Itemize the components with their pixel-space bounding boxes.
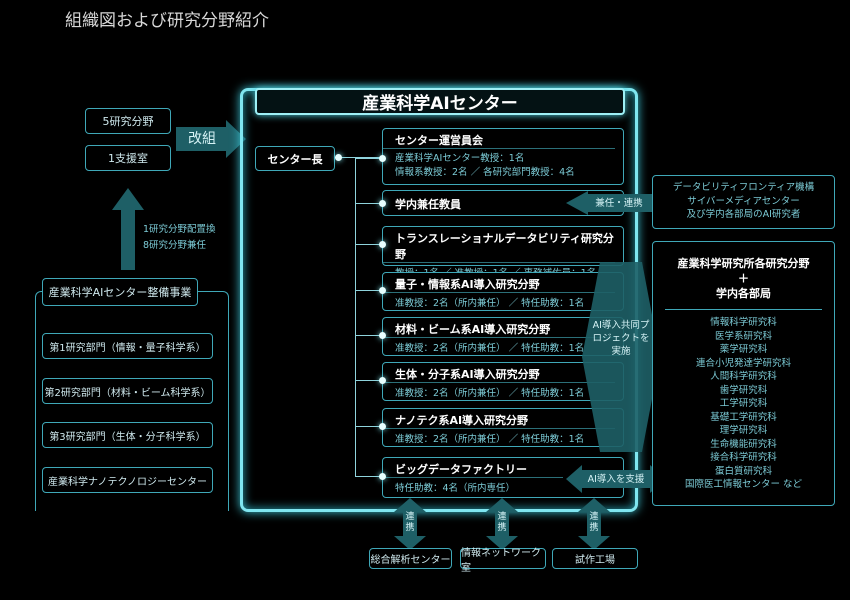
- connector-line: [355, 203, 382, 204]
- department-item: 接合科学研究科: [710, 452, 777, 463]
- unit-research-field: 量子・情報系AI導入研究分野准教授：2名（所内兼任） ／ 特任助教：1名: [382, 272, 624, 311]
- analysis-center-box: 総合解析センター: [369, 548, 452, 569]
- researcher-line: 及び学内各部局のAI研究者: [686, 209, 801, 220]
- five-fields-box: 5研究分野: [85, 108, 171, 134]
- unit-name: 学内兼任教員: [395, 198, 461, 211]
- unit-name: 材料・ビーム系AI導入研究分野: [383, 318, 615, 338]
- node-dot: [379, 155, 386, 162]
- unit-name: トランスレーショナルデータビリティ研究分野: [383, 227, 615, 263]
- unit-detail: 准教授：2名（所内兼任） ／ 特任助教：1名: [395, 388, 585, 399]
- department-item: 基礎工学研究科: [710, 411, 777, 423]
- node-dot: [379, 473, 386, 480]
- unit-detail: 准教授：2名（所内兼任） ／ 特任助教：1名: [395, 343, 585, 354]
- support-label: AI導入を支援: [587, 473, 645, 485]
- connector-line: [355, 335, 382, 336]
- unit-name: 生体・分子系AI導入研究分野: [383, 363, 615, 383]
- department-item: 理学研究科: [719, 425, 768, 436]
- connector-line: [335, 157, 383, 158]
- node-dot: [379, 332, 386, 339]
- link-label: 連携: [497, 512, 507, 533]
- unit-detail: 准教授：2名（所内兼任） ／ 特任助教：1名: [395, 298, 585, 309]
- connector-line: [355, 158, 382, 159]
- department-item: 国際医工情報センター など: [684, 479, 803, 490]
- unit-detail: 特任助教：4名（所内専任）: [395, 483, 516, 494]
- unit-detail: 産業科学AIセンター教授：1名: [395, 153, 525, 164]
- connector-line: [355, 476, 382, 477]
- department-item: 工学研究科: [719, 398, 768, 409]
- unit-detail: 准教授：2名（所内兼任） ／ 特任助教：1名: [395, 434, 585, 445]
- unit-research-field: 生体・分子系AI導入研究分野准教授：2名（所内兼任） ／ 特任助教：1名: [382, 362, 624, 401]
- connector-line: [355, 244, 382, 245]
- department-item: 歯学研究科: [719, 384, 768, 396]
- link-label: 連携: [405, 512, 415, 533]
- joint-project-label: AI導入共同プロジェクトを実施: [592, 319, 650, 357]
- unit-name: 量子・情報系AI導入研究分野: [383, 273, 615, 293]
- up-arrow-icon: [112, 188, 144, 270]
- unit-name: ナノテク系AI導入研究分野: [383, 409, 615, 429]
- department-item: 情報科学研究科: [710, 317, 777, 328]
- department-box: 第1研究部門（情報・量子科学系）: [42, 333, 213, 359]
- connector-line: [355, 290, 382, 291]
- support-arrow-icon: [566, 465, 666, 493]
- department-item: 薬学研究科: [719, 344, 768, 355]
- unit-research-field: トランスレーショナルデータビリティ研究分野教授：1名 ／ 准教授：1名 ／ 事務…: [382, 226, 624, 279]
- link-label: 連携: [589, 512, 599, 533]
- department-box: 第3研究部門（生体・分子科学系）: [42, 422, 213, 448]
- departments-heading: 産業科学研究所各研究分野: [677, 257, 810, 270]
- connector-line: [355, 380, 382, 381]
- unit-steering-committee: センター運営員会 産業科学AIセンター教授：1名情報系教授：2名 ／ 各研究部門…: [382, 128, 624, 185]
- node-dot: [379, 241, 386, 248]
- unit-name: センター運営員会: [383, 129, 615, 149]
- departments-heading: 学内各部局: [716, 287, 771, 300]
- reorg-label: 改組: [188, 130, 216, 147]
- connector-line: [355, 157, 356, 477]
- prototype-factory-box: 試作工場: [552, 548, 638, 569]
- node-dot: [379, 287, 386, 294]
- node-dot: [379, 423, 386, 430]
- departments-heading: ＋: [738, 272, 749, 285]
- connector-line: [355, 426, 382, 427]
- page-title: 組織図および研究分野紹介: [65, 11, 269, 31]
- move-note: 8研究分野兼任: [143, 240, 207, 251]
- external-researchers-box: データビリティフロンティア機構 サイバーメディアセンター 及び学内各部局のAI研…: [652, 175, 835, 229]
- department-item: 連合小児発達学研究科: [695, 357, 791, 369]
- researcher-line: データビリティフロンティア機構: [672, 182, 815, 193]
- link-arrow-icon: [578, 498, 610, 550]
- reorg-arrow-icon: [176, 120, 246, 158]
- ai-center-title: 産業科学AIセンター: [255, 88, 625, 115]
- project-box: 産業科学AIセンター整備事業: [42, 278, 198, 306]
- department-item: 生命機能研究科: [710, 438, 777, 450]
- node-dot: [335, 154, 342, 161]
- department-item: 人間科学研究科: [710, 371, 777, 382]
- link-arrow-icon: [486, 498, 518, 550]
- researcher-line: サイバーメディアセンター: [687, 195, 800, 207]
- move-notes: 1研究分野配置換 8研究分野兼任: [143, 222, 216, 254]
- department-box: 第2研究部門（材料・ビーム科学系）: [42, 378, 213, 404]
- department-box: 産業科学ナノテクノロジーセンター: [42, 467, 213, 493]
- link-arrow-icon: [394, 498, 426, 550]
- node-dot: [379, 377, 386, 384]
- support-office-box: 1支援室: [85, 145, 171, 171]
- director-box: センター長: [255, 146, 335, 171]
- department-item: 蛋白質研究科: [714, 465, 772, 477]
- unit-research-field: ナノテク系AI導入研究分野准教授：2名（所内兼任） ／ 特任助教：1名: [382, 408, 624, 447]
- node-dot: [379, 200, 386, 207]
- concurrent-arrow-icon: [566, 191, 652, 215]
- joint-project-arrow-icon: [582, 262, 660, 452]
- unit-detail: 情報系教授：2名 ／ 各研究部門教授：4名: [395, 167, 575, 178]
- move-note: 1研究分野配置換: [143, 224, 216, 235]
- departments-box: 産業科学研究所各研究分野 ＋ 学内各部局 情報科学研究科医学系研究科薬学研究科連…: [652, 241, 835, 506]
- department-item: 医学系研究科: [714, 330, 772, 342]
- unit-name: ビッグデータファクトリー: [383, 458, 563, 478]
- network-office-box: 情報ネットワーク室: [460, 548, 546, 574]
- concurrent-label: 兼任・連携: [595, 197, 643, 209]
